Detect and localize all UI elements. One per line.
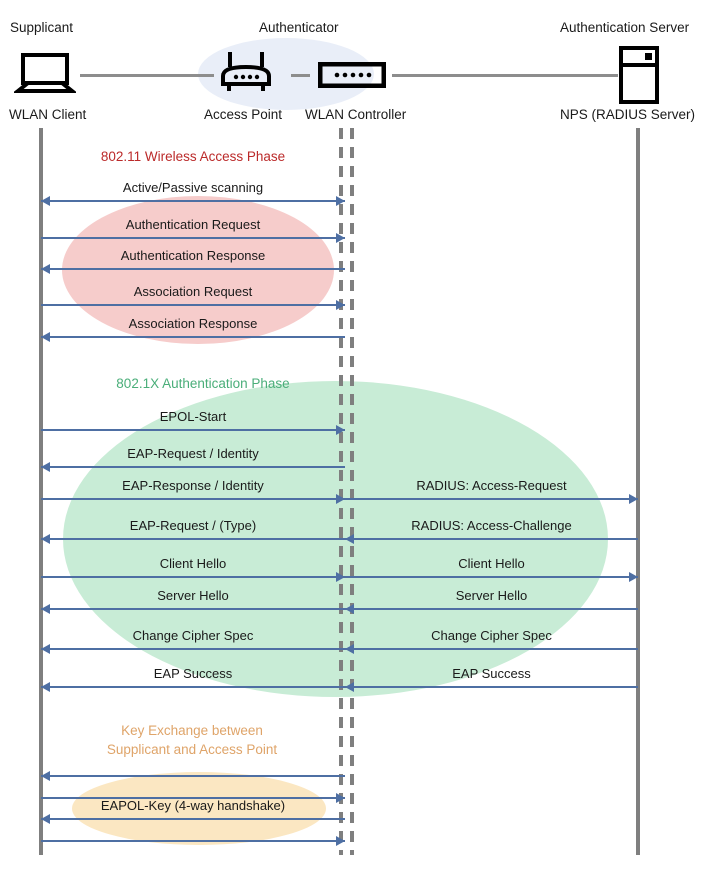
message-left-label-association-response: Association Response [128, 316, 258, 331]
message-left-change-cipher-spec-line [41, 648, 345, 650]
message-left-label-eap-response-identity: EAP-Response / Identity [122, 478, 264, 493]
node-label-access-point: Access Point [204, 107, 283, 122]
message-left-epol-start-line [41, 429, 345, 431]
message-left-authentication-request-line [41, 237, 345, 239]
message-left-row-13-line [41, 775, 345, 777]
message-left-row-13-arrowhead-left [41, 771, 50, 781]
role-title-supplicant: Supplicant [10, 20, 74, 35]
message-left-row-14-line [41, 797, 345, 799]
message-right-radius-access-request-arrowhead-right [629, 494, 638, 504]
message-left-row-14-arrowhead-right [336, 793, 345, 803]
message-left-change-cipher-spec-arrowhead-left [41, 644, 50, 654]
message-left-label-association-request: Association Request [133, 284, 253, 299]
node-label-nps: NPS (RADIUS Server) [560, 107, 696, 122]
message-right-label-radius-access-challenge: RADIUS: Access-Challenge [411, 518, 572, 533]
wire-client-to-ap [80, 74, 214, 77]
message-left-active-passive-scanning-arrowhead-left [41, 196, 50, 206]
message-left-eap-request-identity-line [41, 466, 345, 468]
message-left-association-response-arrowhead-left [41, 332, 50, 342]
phase-caption-key-exchange-line1: Key Exchange between [121, 723, 263, 738]
laptop-icon [14, 52, 76, 94]
server-icon [618, 46, 660, 104]
message-right-label-server-hello: Server Hello [455, 588, 528, 603]
message-left-active-passive-scanning-line [41, 200, 345, 202]
message-right-eap-success-line [345, 686, 638, 688]
message-left-label-client-hello: Client Hello [159, 556, 227, 571]
message-right-server-hello-arrowhead-left [345, 604, 354, 614]
message-left-eap-response-identity-line [41, 498, 345, 500]
message-left-active-passive-scanning-arrowhead-right [336, 196, 345, 206]
message-left-eapol-key-4-way-handshake-arrowhead-left [41, 814, 50, 824]
message-right-label-change-cipher-spec: Change Cipher Spec [431, 628, 552, 643]
message-right-radius-access-challenge-line [345, 538, 638, 540]
lifeline-wlan-controller-a [339, 128, 343, 855]
message-right-radius-access-challenge-arrowhead-left [345, 534, 354, 544]
message-left-eapol-key-4-way-handshake-line [41, 818, 345, 820]
message-left-label-active-passive-scanning: Active/Passive scanning [122, 180, 264, 195]
message-left-authentication-response-arrowhead-left [41, 264, 50, 274]
message-left-label-change-cipher-spec: Change Cipher Spec [132, 628, 254, 643]
wireless-router-icon [217, 50, 275, 96]
message-left-server-hello-line [41, 608, 345, 610]
message-left-association-request-line [41, 304, 345, 306]
message-left-authentication-response-line [41, 268, 345, 270]
message-left-row-16-line [41, 840, 345, 842]
lifeline-wlan-controller-b [350, 128, 354, 855]
message-right-client-hello-line [345, 576, 638, 578]
message-left-row-16-arrowhead-right [336, 836, 345, 846]
phase-blob-802-11 [62, 196, 334, 344]
wire-controller-to-nps [392, 74, 618, 77]
message-right-eap-success-arrowhead-left [345, 682, 354, 692]
message-left-label-eap-request-type: EAP-Request / (Type) [129, 518, 257, 533]
message-left-epol-start-arrowhead-right [336, 425, 345, 435]
message-right-server-hello-line [345, 608, 638, 610]
message-left-server-hello-arrowhead-left [41, 604, 50, 614]
phase-caption-802-1x: 802.1X Authentication Phase [116, 376, 290, 391]
message-left-label-authentication-request: Authentication Request [125, 217, 261, 232]
network-switch-icon [318, 62, 386, 88]
message-left-eap-request-type-line [41, 538, 345, 540]
role-title-authenticator: Authenticator [259, 20, 339, 35]
message-right-label-eap-success: EAP Success [452, 666, 531, 681]
message-left-label-server-hello: Server Hello [157, 588, 229, 603]
message-right-radius-access-request-line [345, 498, 638, 500]
node-label-wlan-controller: WLAN Controller [305, 107, 407, 122]
message-left-label-eap-request-identity: EAP-Request / Identity [127, 446, 259, 461]
message-left-eap-success-arrowhead-left [41, 682, 50, 692]
wire-ap-to-controller [291, 74, 310, 77]
message-left-label-eap-success: EAP Success [153, 666, 233, 681]
message-left-eap-response-identity-arrowhead-right [336, 494, 345, 504]
message-right-label-radius-access-request: RADIUS: Access-Request [416, 478, 567, 493]
role-title-authentication-server: Authentication Server [560, 20, 690, 35]
message-left-client-hello-arrowhead-right [336, 572, 345, 582]
message-right-label-client-hello: Client Hello [458, 556, 525, 571]
message-right-change-cipher-spec-arrowhead-left [345, 644, 354, 654]
node-label-wlan-client: WLAN Client [9, 107, 87, 122]
message-right-client-hello-arrowhead-right [629, 572, 638, 582]
message-left-authentication-request-arrowhead-right [336, 233, 345, 243]
message-left-eap-success-line [41, 686, 345, 688]
message-left-eap-request-type-arrowhead-left [41, 534, 50, 544]
message-left-association-response-line [41, 336, 345, 338]
message-left-eap-request-identity-arrowhead-left [41, 462, 50, 472]
lifeline-wlan-client [39, 128, 43, 855]
message-left-label-epol-start: EPOL-Start [159, 409, 227, 424]
message-left-client-hello-line [41, 576, 345, 578]
phase-caption-802-11: 802.11 Wireless Access Phase [100, 149, 286, 164]
message-right-change-cipher-spec-line [345, 648, 638, 650]
message-left-label-eapol-key-4-way-handshake: EAPOL-Key (4-way handshake) [100, 798, 286, 813]
phase-caption-key-exchange-line2: Supplicant and Access Point [106, 742, 278, 757]
phase-caption-key-exchange: Key Exchange between Supplicant and Acce… [99, 721, 285, 759]
lifeline-nps [636, 128, 640, 855]
message-left-label-authentication-response: Authentication Response [120, 248, 266, 263]
message-left-association-request-arrowhead-right [336, 300, 345, 310]
phase-blob-key-exchange [72, 772, 326, 845]
